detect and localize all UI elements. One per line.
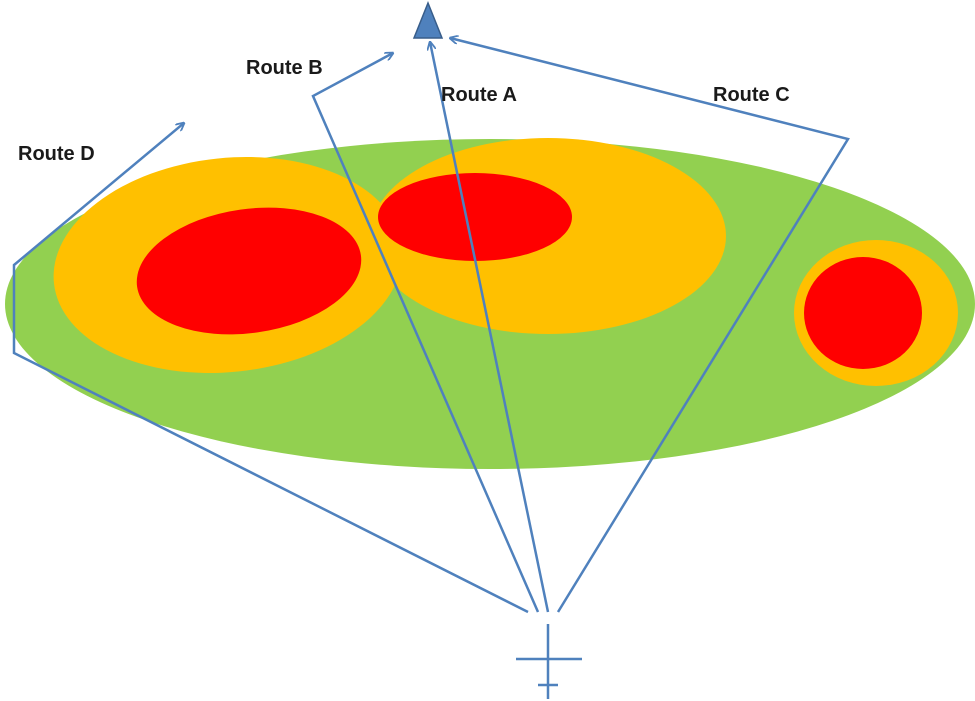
route-d-line [12,123,529,614]
route-d-label: Route D [18,143,95,165]
route-c-line [450,38,850,613]
inner-zone-center [378,173,572,261]
route-a-label: Route A [441,84,517,106]
route-b-label: Route B [246,57,323,79]
cross-icon [516,624,582,699]
inner-zone-left [136,207,362,335]
inner-zone-right [804,257,922,369]
route-c-label: Route C [713,84,790,106]
route-a-line [430,42,550,613]
triangle-icon [412,0,444,39]
route-b-line [311,53,540,613]
